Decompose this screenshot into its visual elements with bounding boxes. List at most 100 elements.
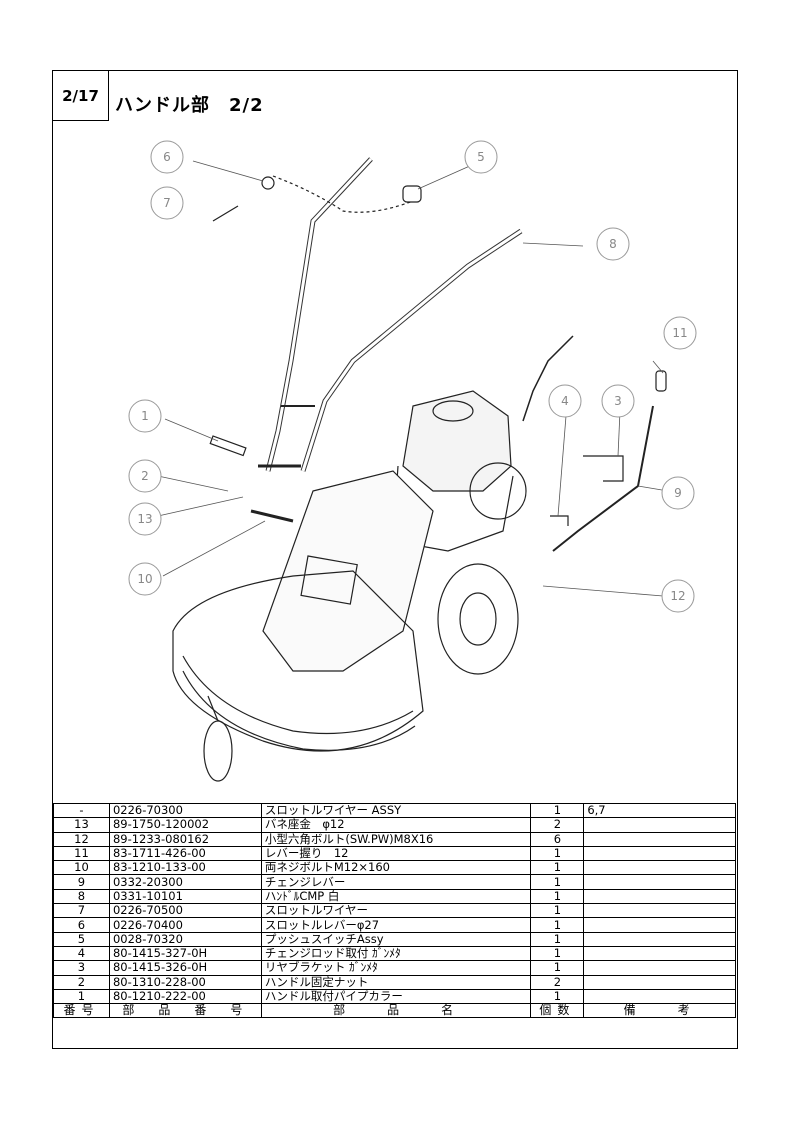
- row-remarks: [583, 860, 736, 876]
- row-no: 11: [53, 845, 110, 862]
- row-part-number: 83-1210-133-00: [108, 860, 262, 876]
- svg-text:11: 11: [672, 326, 687, 340]
- row-part-name: ハンドル取付パイプカラー: [260, 988, 532, 1005]
- row-remarks: [583, 960, 736, 976]
- row-quantity: 1: [530, 960, 585, 976]
- row-remarks: [583, 817, 736, 833]
- row-part-name: プッシュスイッチAssy: [260, 931, 532, 947]
- row-quantity: 1: [530, 903, 585, 919]
- row-quantity: 1: [530, 945, 585, 962]
- svg-text:13: 13: [137, 512, 152, 526]
- row-part-number: 0331-10101: [108, 888, 262, 905]
- row-no: 10: [53, 860, 110, 876]
- row-part-name: ハﾝﾄﾞﾙCMP 白: [260, 888, 532, 905]
- svg-text:4: 4: [561, 394, 569, 408]
- row-no: -: [53, 802, 110, 819]
- row-no: 7: [53, 903, 110, 919]
- row-remarks: [583, 931, 736, 947]
- svg-text:10: 10: [137, 572, 152, 586]
- row-part-name: スロットルレバーφ27: [260, 917, 532, 933]
- row-part-number: 80-1210-222-00: [108, 988, 262, 1005]
- row-remarks: [583, 903, 736, 919]
- page-frame: 2/17 ハンドル部 2/2: [52, 70, 738, 1049]
- svg-text:7: 7: [163, 196, 171, 210]
- row-no: 2: [53, 974, 110, 990]
- row-part-name: チェンジロッド取付 ｶﾞﾝﾒﾀ: [260, 945, 532, 962]
- row-quantity: 1: [530, 917, 585, 933]
- row-part-number: 0028-70320: [108, 931, 262, 947]
- row-part-name: バネ座金 φ12: [260, 817, 532, 833]
- row-no: 12: [53, 831, 110, 847]
- row-quantity: 1: [530, 845, 585, 862]
- svg-text:5: 5: [477, 150, 485, 164]
- row-part-name: スロットルワイヤー: [260, 903, 532, 919]
- row-quantity: 1: [530, 874, 585, 890]
- row-part-number: 80-1415-327-0H: [108, 945, 262, 962]
- row-remarks: [583, 845, 736, 862]
- header-remarks: 備 考: [583, 1003, 736, 1019]
- row-remarks: [583, 831, 736, 847]
- header-part-number: 部 品 番 号: [108, 1003, 262, 1019]
- row-remarks: [583, 888, 736, 905]
- row-no: 8: [53, 888, 110, 905]
- row-part-name: レバー握り 12: [260, 845, 532, 862]
- svg-text:8: 8: [609, 237, 617, 251]
- svg-text:2: 2: [141, 469, 149, 483]
- page-title: ハンドル部 2/2: [115, 95, 264, 116]
- row-no: 3: [53, 960, 110, 976]
- row-quantity: 1: [530, 860, 585, 876]
- row-quantity: 1: [530, 888, 585, 905]
- exploded-parts-diagram: 6 7 5 8 11 3 4 1 2 13 9 10 12: [128, 140, 697, 782]
- header-no: 番号: [53, 1003, 110, 1019]
- svg-text:6: 6: [163, 150, 171, 164]
- table-header-row: 番号 部 品 番 号 部 品 名 個数 備 考: [53, 1003, 736, 1019]
- row-remarks: [583, 917, 736, 933]
- row-quantity: 2: [530, 817, 585, 833]
- row-part-name: 両ネジボルトM12×160: [260, 860, 532, 876]
- row-no: 6: [53, 917, 110, 933]
- row-no: 13: [53, 817, 110, 833]
- row-no: 1: [53, 988, 110, 1005]
- svg-text:9: 9: [674, 486, 682, 500]
- row-part-number: 89-1233-080162: [108, 831, 262, 847]
- row-remarks: [583, 988, 736, 1005]
- row-part-number: 0226-70500: [108, 903, 262, 919]
- row-part-name: チェンジレバー: [260, 874, 532, 890]
- row-part-number: 80-1415-326-0H: [108, 960, 262, 976]
- header-part-name: 部 品 名: [260, 1003, 532, 1019]
- row-part-name: ハンドル固定ナット: [260, 974, 532, 990]
- svg-text:1: 1: [141, 409, 149, 423]
- page-number: 2/17: [53, 71, 109, 121]
- row-no: 5: [53, 931, 110, 947]
- svg-text:12: 12: [670, 589, 685, 603]
- row-part-number: 0226-70300: [108, 802, 262, 819]
- row-quantity: 1: [530, 802, 585, 819]
- row-quantity: 2: [530, 974, 585, 990]
- svg-text:3: 3: [614, 394, 622, 408]
- row-part-name: スロットルワイヤー ASSY: [260, 802, 532, 819]
- header-quantity: 個数: [530, 1003, 585, 1019]
- row-part-name: 小型六角ボルト(SW.PW)M8X16: [260, 831, 532, 847]
- row-part-number: 0226-70400: [108, 917, 262, 933]
- row-quantity: 1: [530, 988, 585, 1005]
- row-part-number: 80-1310-228-00: [108, 974, 262, 990]
- row-part-name: リヤブラケット ｶﾞﾝﾒﾀ: [260, 960, 532, 976]
- row-remarks: [583, 874, 736, 890]
- row-remarks: 6,7: [583, 802, 736, 819]
- row-part-number: 83-1711-426-00: [108, 845, 262, 862]
- row-remarks: [583, 974, 736, 990]
- row-quantity: 6: [530, 831, 585, 847]
